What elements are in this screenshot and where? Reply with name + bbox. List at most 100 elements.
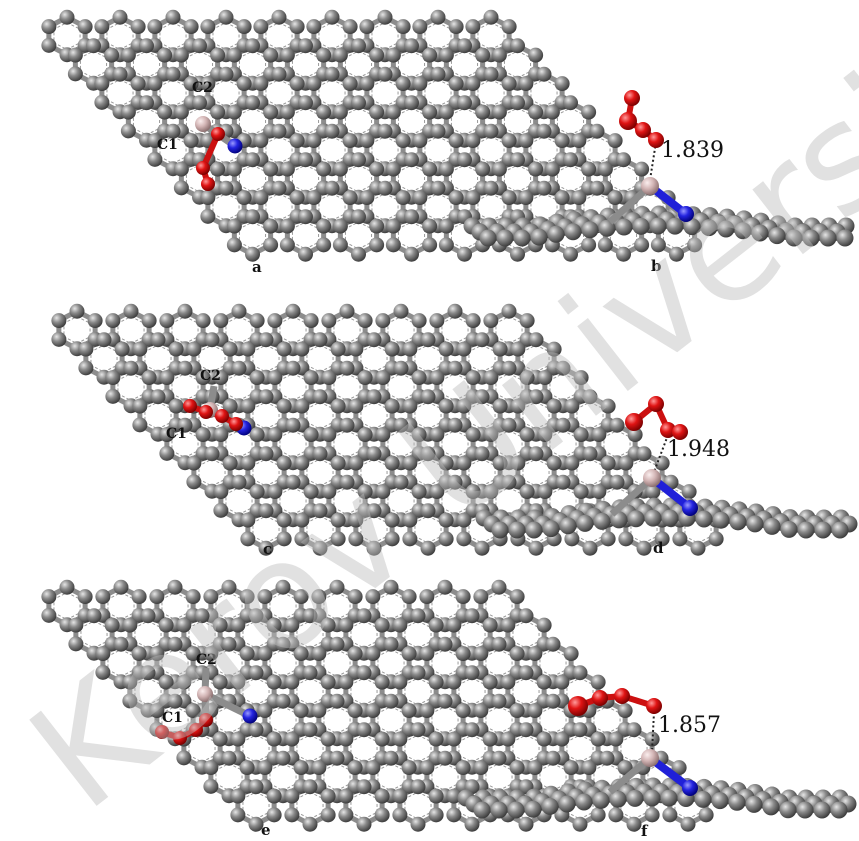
nitrogen-atom [227, 138, 243, 154]
aromatic-ring [450, 107, 479, 136]
carbon-atom [483, 427, 499, 443]
carbon-atom [608, 807, 624, 823]
carbon-atom [419, 646, 435, 662]
carbon-atom [501, 303, 517, 319]
carbon-atom [597, 237, 613, 253]
carbon-atom [177, 417, 193, 433]
carbon-atom [212, 674, 228, 690]
carbon-atom [338, 788, 354, 804]
carbon-atom [455, 646, 471, 662]
carbon-atom [422, 104, 438, 120]
aromatic-ring [252, 458, 280, 487]
carbon-atom [263, 161, 279, 177]
aromatic-ring [431, 762, 459, 792]
carbon-atom [581, 221, 599, 239]
carbon-atom [575, 793, 593, 811]
aromatic-ring [397, 107, 426, 136]
carbon-atom [173, 180, 189, 196]
carbon-atom [554, 76, 570, 92]
aromatic-ring [265, 192, 293, 222]
carbon-atom [491, 636, 507, 652]
carbon-atom [797, 521, 815, 539]
carbon-atom [365, 703, 381, 719]
carbon-atom [230, 788, 246, 804]
carbon-atom [392, 731, 408, 747]
carbon-atom [131, 646, 147, 662]
carbon-atom [147, 133, 163, 149]
carbon-atom [510, 246, 525, 262]
carbon-atom [271, 9, 287, 25]
aromatic-ring [350, 677, 378, 706]
carbon-atom [285, 474, 301, 490]
carbon-atom [294, 512, 310, 528]
carbon-atom [528, 104, 544, 120]
carbon-atom [438, 455, 454, 471]
aromatic-ring [477, 135, 505, 165]
carbon-atom [359, 133, 375, 149]
carbon-atom [600, 455, 616, 471]
carbon-atom [500, 731, 516, 747]
aromatic-ring [424, 192, 452, 222]
carbon-atom [165, 66, 181, 82]
aromatic-ring [530, 135, 558, 165]
nitrogen-atom [682, 500, 698, 516]
carbon-atom [465, 76, 481, 92]
carbon-atom [483, 484, 499, 500]
oxygen-atom [592, 690, 608, 706]
carbon-atom [537, 427, 553, 443]
carbon-atom [253, 19, 269, 35]
carbon-atom [351, 246, 366, 262]
carbon-atom [248, 722, 264, 738]
carbon-atom [275, 750, 291, 766]
carbon-atom [430, 9, 446, 25]
carbon-atom [356, 779, 372, 795]
carbon-atom [289, 19, 305, 35]
carbon-atom [687, 237, 703, 253]
carbon-atom [422, 218, 438, 234]
carbon-atom [147, 19, 163, 35]
carbon-atom [780, 520, 798, 538]
carbon-atom [475, 47, 491, 63]
carbon-atom [157, 47, 173, 63]
carbon-atom [351, 38, 366, 54]
carbon-atom [492, 398, 508, 414]
boron-atom [197, 686, 213, 702]
carbon-atom [59, 579, 75, 595]
carbon-atom [510, 341, 526, 357]
carbon-atom [475, 161, 491, 177]
carbon-atom [67, 47, 83, 63]
carbon-atom [448, 133, 464, 149]
carbon-atom [636, 540, 652, 556]
aromatic-ring [431, 591, 459, 621]
carbon-atom [302, 665, 318, 681]
carbon-atom [527, 646, 543, 662]
aromatic-ring [225, 486, 253, 516]
carbon-atom [410, 779, 426, 795]
panel-d: 1.948 d [475, 396, 858, 557]
carbon-atom [332, 161, 348, 177]
carbon-atom [141, 370, 157, 386]
carbon-atom [680, 816, 696, 832]
carbon-atom [95, 589, 111, 605]
carbon-atom [395, 190, 411, 206]
carbon-atom [312, 446, 328, 462]
carbon-atom [401, 589, 417, 605]
carbon-atom [293, 589, 309, 605]
boron-atom [195, 116, 211, 132]
carbon-atom [513, 229, 531, 247]
carbon-atom [321, 427, 337, 443]
carbon-atom [222, 341, 238, 357]
carbon-atom [312, 332, 328, 348]
carbon-atom [813, 801, 831, 819]
carbon-atom [123, 360, 139, 376]
carbon-atom [429, 427, 445, 443]
carbon-atom [186, 455, 202, 471]
aromatic-ring [171, 315, 199, 345]
carbon-atom [298, 209, 313, 225]
carbon-atom [122, 693, 138, 709]
carbon-atom [239, 589, 255, 605]
carbon-atom [412, 76, 428, 92]
aromatic-ring [503, 50, 532, 79]
carbon-atom [446, 807, 462, 823]
carbon-atom [356, 816, 372, 832]
